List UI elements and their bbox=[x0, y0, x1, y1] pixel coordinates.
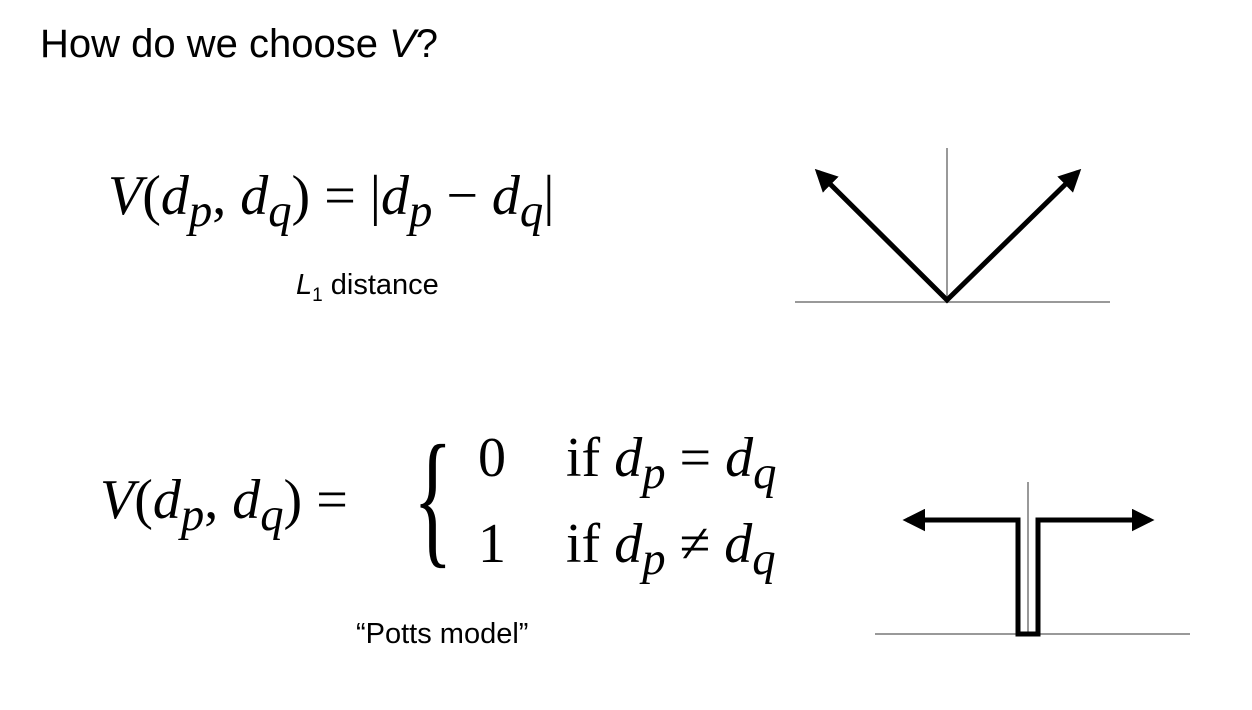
eq1-dq: d bbox=[240, 165, 269, 227]
eq1-minus: − bbox=[432, 165, 492, 227]
case1-q: q bbox=[752, 533, 776, 586]
eq2-dp: d bbox=[152, 469, 181, 531]
case0-p: p bbox=[642, 447, 666, 500]
eq2-comma: , bbox=[204, 469, 233, 531]
case1-dp: d bbox=[614, 513, 643, 575]
potts-step-curve bbox=[902, 508, 1155, 637]
l1-caption: L1 distance bbox=[296, 269, 439, 307]
eq2-fn: V bbox=[100, 469, 135, 531]
eq1-rhs-p: p bbox=[409, 185, 433, 238]
l1-caption-text: distance bbox=[322, 269, 439, 301]
case0-dq: d bbox=[725, 427, 754, 489]
l1-plot bbox=[795, 148, 1110, 304]
l1-caption-var: L bbox=[296, 269, 313, 301]
eq1-rhs-q: q bbox=[519, 185, 544, 238]
potts-equation-lhs: V(dp, dq) = bbox=[100, 472, 348, 539]
case1-value: 1 bbox=[478, 513, 506, 575]
title-var: V bbox=[389, 22, 416, 66]
slide-title: How do we choose V? bbox=[40, 22, 438, 67]
case0-if: if bbox=[566, 427, 615, 489]
case0-dp: d bbox=[614, 427, 643, 489]
l1-equation: V(dp, dq) = |dp − dq| bbox=[108, 168, 554, 235]
eq1-q: q bbox=[268, 185, 292, 238]
case0-value: 0 bbox=[478, 427, 506, 489]
l1-v-curve bbox=[814, 168, 1082, 304]
case1-if: if bbox=[566, 513, 615, 575]
case1-dq: d bbox=[724, 513, 753, 575]
eq1-rhs-dq: d bbox=[491, 165, 520, 227]
eq1-dp: d bbox=[160, 165, 189, 227]
eq1-rhs-dp: d bbox=[381, 165, 409, 227]
eq2-q: q bbox=[260, 489, 284, 542]
title-suffix: ? bbox=[415, 22, 439, 66]
eq1-abs-close: | bbox=[543, 165, 555, 227]
eq1-p: p bbox=[188, 185, 213, 238]
eq1-comma: , bbox=[212, 165, 241, 227]
eq1-close-paren: ) bbox=[291, 165, 311, 227]
eq2-equals: = bbox=[302, 469, 348, 531]
cases-brace: { bbox=[413, 415, 453, 581]
l1-caption-sub: 1 bbox=[312, 284, 323, 306]
eq2-close-paren: ) bbox=[283, 469, 303, 531]
potts-plot bbox=[875, 482, 1190, 637]
potts-caption: “Potts model” bbox=[356, 618, 529, 650]
eq1-equals: = bbox=[310, 165, 370, 227]
title-prefix: How do we choose bbox=[40, 22, 390, 66]
case1-p: p bbox=[642, 533, 666, 586]
eq1-fn: V bbox=[108, 165, 143, 227]
case0-op: = bbox=[665, 427, 726, 489]
case1-op: ≠ bbox=[665, 513, 725, 575]
eq2-p: p bbox=[180, 489, 205, 542]
eq2-open-paren: ( bbox=[134, 469, 153, 531]
case0-q: q bbox=[753, 447, 777, 500]
eq2-dq: d bbox=[232, 469, 261, 531]
eq1-open-paren: ( bbox=[142, 165, 161, 227]
eq1-abs-open: | bbox=[369, 165, 381, 227]
